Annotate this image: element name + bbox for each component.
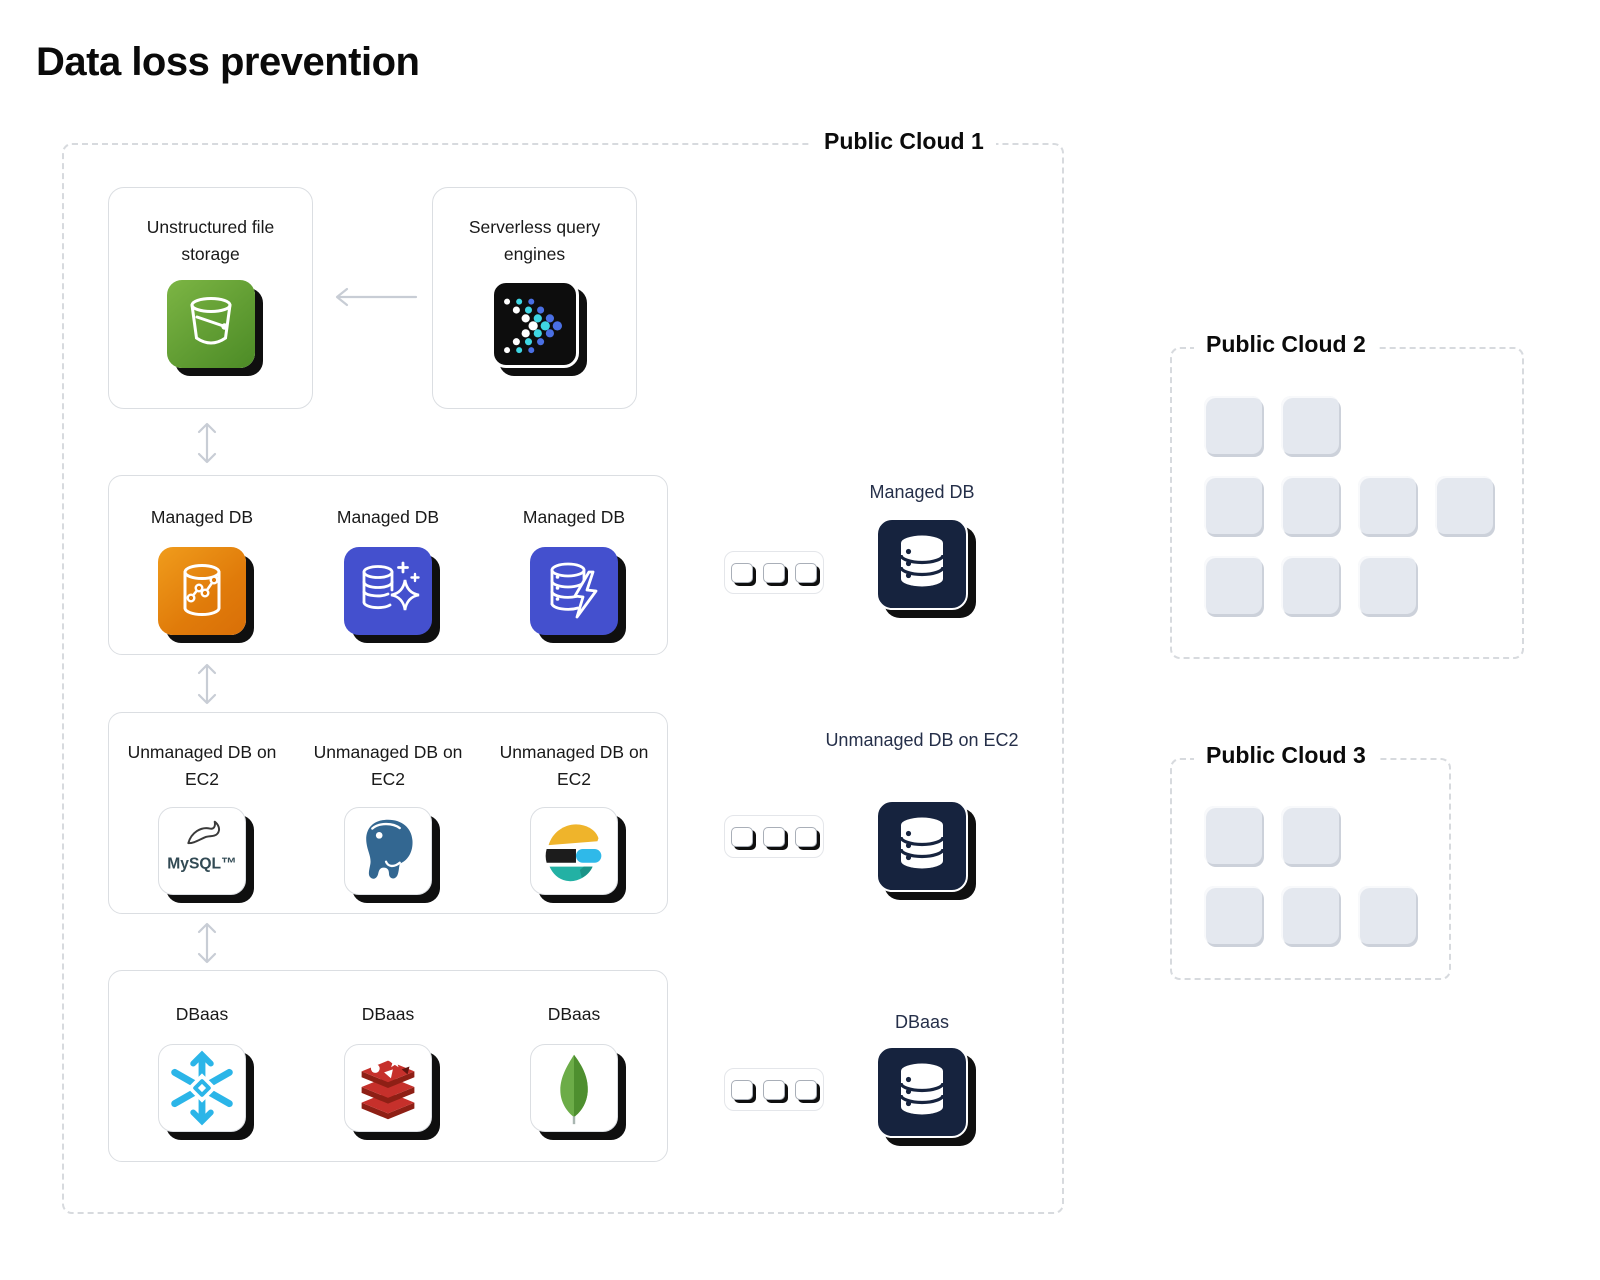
dbaas-item: DBaas xyxy=(481,971,667,1161)
public-cloud-1-boundary xyxy=(62,143,1064,1214)
connector-square xyxy=(731,826,753,847)
unmanaged-db-row: Unmanaged DB on EC2 MySQL™ Unmanaged DB … xyxy=(108,712,668,914)
dbaas-row: DBaas DBaas xyxy=(108,970,668,1162)
public-cloud-2-label: Public Cloud 2 xyxy=(1194,329,1378,359)
arrow-unmanaged-dbaas xyxy=(197,922,217,964)
unmanaged-db-target-label: Unmanaged DB on EC2 xyxy=(825,730,1019,750)
db-chart-icon xyxy=(158,547,246,636)
managed-db-label: Managed DB xyxy=(150,507,254,527)
unstructured-file-storage-label: Unstructured file storage xyxy=(146,217,275,265)
db-stack-icon xyxy=(876,800,968,892)
serverless-query-engines-label: Serverless query engines xyxy=(468,217,601,265)
unmanaged-db-item: Unmanaged DB on EC2 MySQL™ xyxy=(109,713,295,913)
connector-square xyxy=(731,562,753,583)
connector-square xyxy=(763,1079,785,1100)
managed-db-label: Managed DB xyxy=(522,507,626,527)
cloud-service-placeholder xyxy=(1281,396,1339,454)
cloud-service-placeholder xyxy=(1204,806,1262,864)
cloud-service-placeholder xyxy=(1435,476,1493,534)
redis-icon xyxy=(344,1044,432,1133)
managed-db-item: Managed DB xyxy=(481,476,667,654)
connector-square xyxy=(731,1079,753,1100)
dbaas-target-label: DBaas xyxy=(894,1012,950,1032)
s3-bucket-icon xyxy=(166,280,255,369)
unmanaged-db-label: Unmanaged DB on EC2 xyxy=(313,742,463,790)
dbaas-item: DBaas xyxy=(109,971,295,1161)
postgresql-icon xyxy=(344,807,432,896)
unmanaged-db-item: Unmanaged DB on EC2 xyxy=(481,713,667,913)
arrow-query-to-storage xyxy=(335,287,418,307)
cloud-service-placeholder xyxy=(1204,476,1262,534)
managed-db-label: Managed DB xyxy=(336,507,440,527)
elasticsearch-icon xyxy=(530,807,618,896)
cloud-service-placeholder xyxy=(1281,806,1339,864)
dbaas-item: DBaas xyxy=(295,971,481,1161)
ellipsis-connector xyxy=(724,815,824,858)
public-cloud-2-grid xyxy=(1204,396,1493,636)
connector-square xyxy=(763,562,785,583)
cloud-service-placeholder xyxy=(1281,886,1339,944)
dbaas-label: DBaas xyxy=(175,1004,229,1024)
public-cloud-1-label: Public Cloud 1 xyxy=(812,126,996,156)
serverless-query-engines-box: Serverless query engines xyxy=(432,187,637,409)
mysql-icon: MySQL™ xyxy=(158,807,246,896)
public-cloud-3-grid xyxy=(1204,806,1416,966)
db-bolt-icon xyxy=(530,547,618,636)
unmanaged-db-label: Unmanaged DB on EC2 xyxy=(127,742,277,790)
arrow-managed-unmanaged xyxy=(197,663,217,705)
db-stack-icon xyxy=(876,518,968,610)
managed-db-item: Managed DB xyxy=(295,476,481,654)
dbaas-label: DBaas xyxy=(361,1004,415,1024)
ellipsis-connector xyxy=(724,1068,824,1111)
unmanaged-db-item: Unmanaged DB on EC2 xyxy=(295,713,481,913)
cloud-service-placeholder xyxy=(1204,886,1262,944)
mongodb-icon xyxy=(530,1044,618,1133)
cloud-service-placeholder xyxy=(1358,556,1416,614)
cloud-service-placeholder xyxy=(1358,476,1416,534)
mysql-wordmark: MySQL™ xyxy=(167,856,236,873)
connector-square xyxy=(795,562,817,583)
dbaas-label: DBaas xyxy=(547,1004,601,1024)
page-title: Data loss prevention xyxy=(36,40,420,84)
unmanaged-db-label: Unmanaged DB on EC2 xyxy=(499,742,649,790)
serverless-query-dots-icon xyxy=(490,280,579,369)
cloud-service-placeholder xyxy=(1281,476,1339,534)
unstructured-file-storage-box: Unstructured file storage xyxy=(108,187,313,409)
cloud-service-placeholder xyxy=(1281,556,1339,614)
db-sparkle-icon xyxy=(344,547,432,636)
managed-db-row: Managed DB Managed DB xyxy=(108,475,668,655)
cloud-service-placeholder xyxy=(1204,556,1262,614)
ellipsis-connector xyxy=(724,551,824,594)
connector-square xyxy=(795,1079,817,1100)
public-cloud-3-label: Public Cloud 3 xyxy=(1194,740,1378,770)
db-stack-icon xyxy=(876,1046,968,1138)
arrow-storage-managed xyxy=(197,422,217,464)
connector-square xyxy=(763,826,785,847)
cloud-service-placeholder xyxy=(1204,396,1262,454)
snowflake-icon xyxy=(158,1044,246,1133)
connector-square xyxy=(795,826,817,847)
managed-db-item: Managed DB xyxy=(109,476,295,654)
cloud-service-placeholder xyxy=(1358,886,1416,944)
managed-db-target-label: Managed DB xyxy=(869,482,975,502)
